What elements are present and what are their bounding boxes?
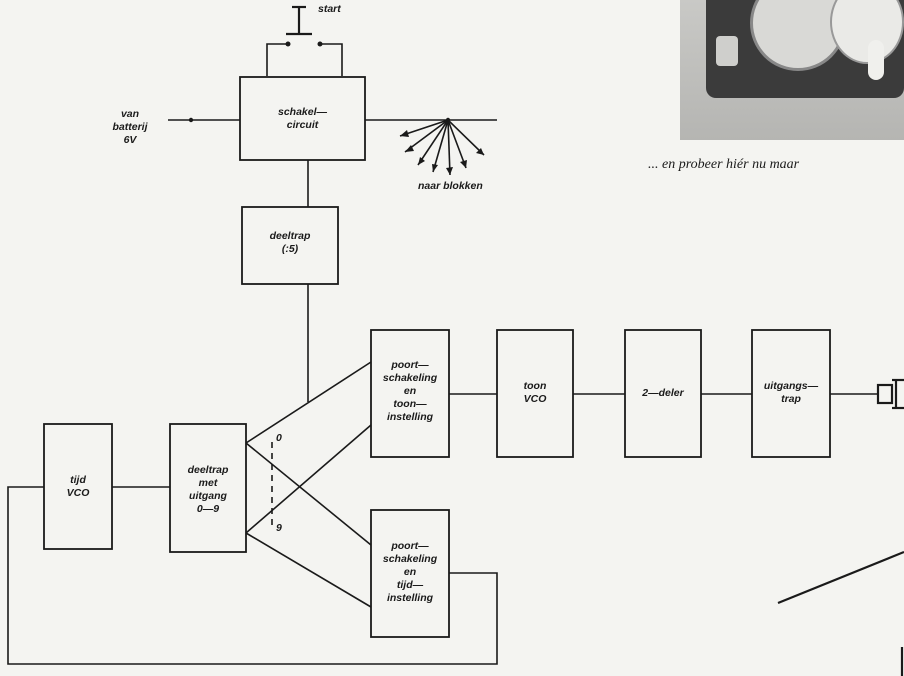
photo-component — [868, 40, 884, 80]
deeltrap5-box — [241, 206, 339, 285]
start-switch-symbol — [266, 5, 343, 76]
output-jack-icon — [876, 378, 904, 410]
poort-toon-label: poort— schakeling en toon— instelling — [382, 359, 438, 423]
schakelcircuit-label: schakel— circuit — [277, 106, 328, 131]
photo-component — [716, 36, 738, 66]
toon-vco-label: toon VCO — [523, 380, 547, 405]
deeltrap5-label: deeltrap (:5) — [269, 230, 311, 255]
start-label: start — [318, 3, 341, 15]
crossing-wires — [245, 361, 372, 608]
deeltrap-uitgang-label: deeltrap met uitgang 0—9 — [187, 464, 229, 515]
deler2-label: 2—deler — [642, 387, 684, 399]
output-0-label: 0 — [276, 432, 282, 444]
feedback-loop — [7, 486, 498, 665]
decor-line — [777, 550, 904, 605]
output-9-label: 9 — [276, 522, 282, 534]
battery-input-line — [168, 117, 240, 123]
schakelcircuit-box — [239, 76, 366, 161]
uitgangstrap-label: uitgangs— trap — [763, 380, 819, 405]
poort-tijd-label: poort— schakeling en tijd— instelling — [382, 540, 438, 604]
deeltrap-uitgang-box — [169, 423, 247, 553]
naar-blokken-label: naar blokken — [418, 180, 483, 192]
van-batterij-label: van batterij 6V — [112, 108, 148, 146]
output-fan — [365, 117, 497, 176]
product-photo — [680, 0, 904, 140]
tijd-vco-label: tijd VCO — [66, 474, 90, 499]
photo-caption: ... en probeer hiér nu maar — [648, 157, 800, 172]
